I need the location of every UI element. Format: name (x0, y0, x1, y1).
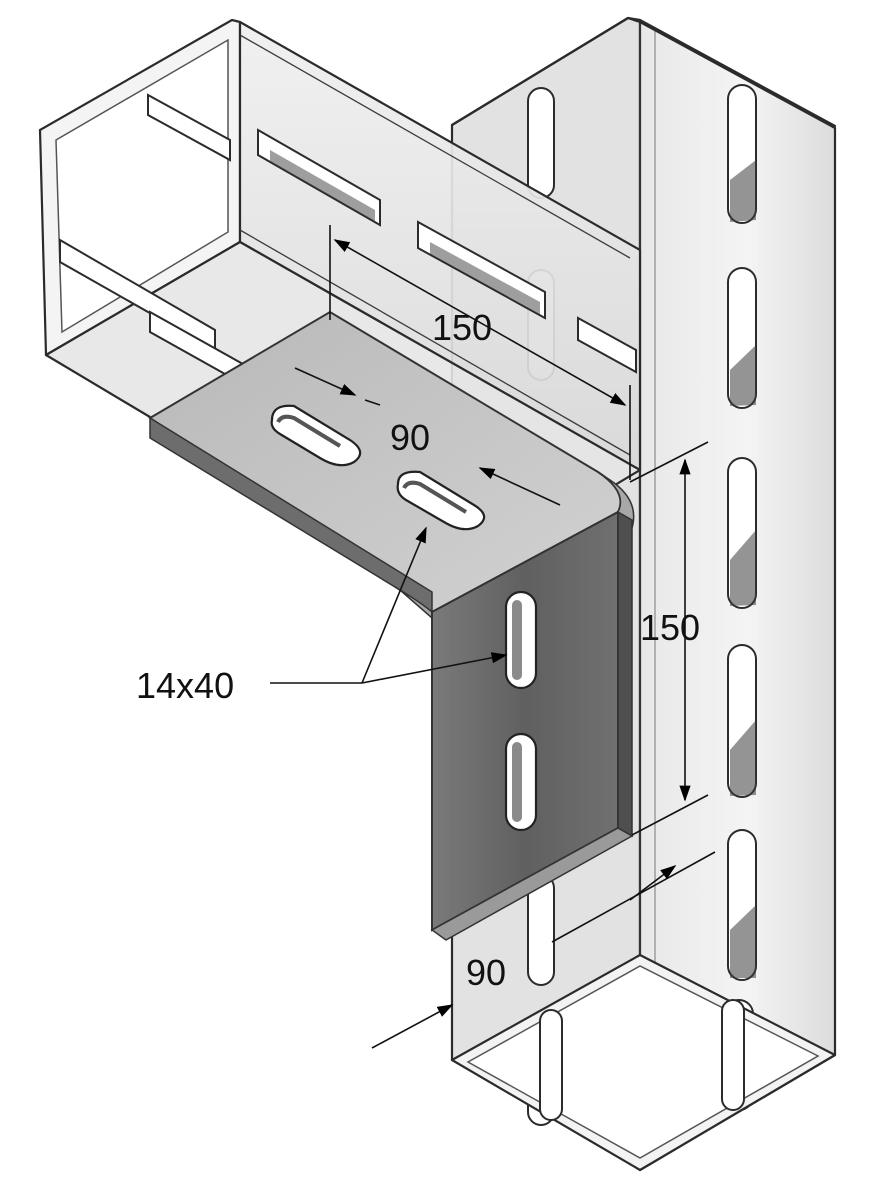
dimension-label-upper-width: 90 (390, 417, 430, 458)
top-plate-slots (270, 404, 486, 531)
dimension-label-vertical-width: 90 (466, 952, 506, 993)
dimension-vertical-width (371, 851, 716, 1049)
dimension-vertical-length (629, 441, 709, 836)
dimension-upper-width (294, 367, 561, 506)
vertical-face-slots (504, 590, 538, 832)
dimension-upper-length (329, 225, 631, 480)
dimension-label-upper-length: 150 (432, 307, 492, 348)
leader-slot-size (270, 526, 508, 684)
angle-bracket (148, 310, 635, 941)
slot-shadows (730, 160, 756, 978)
dimension-label-slot-size: 14x40 (136, 665, 234, 706)
dimension-label-vertical-length: 150 (640, 607, 700, 648)
post-bottom-slots (539, 999, 745, 1121)
